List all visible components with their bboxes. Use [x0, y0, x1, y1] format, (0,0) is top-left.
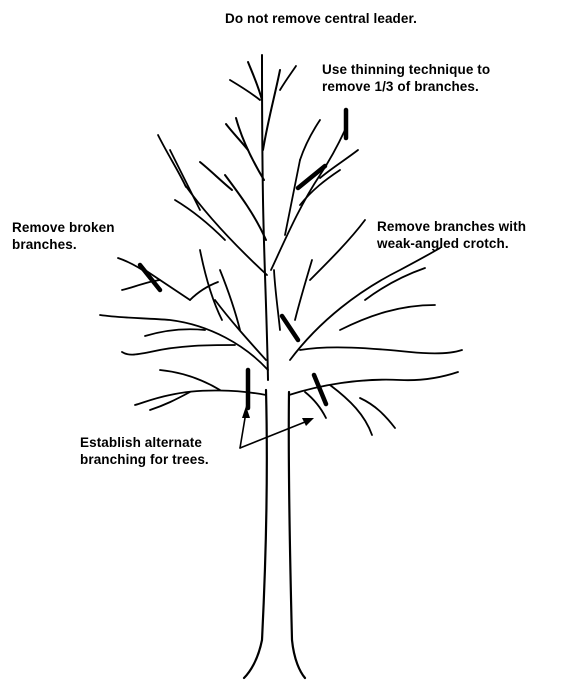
tree-trunk — [244, 390, 305, 678]
upper-right-branches — [271, 66, 358, 270]
label-alternate-branching: Establish alternate branching for trees. — [80, 434, 209, 468]
arrow-right-line — [240, 420, 310, 448]
middle-left-branches — [100, 250, 268, 370]
label-thinning: Use thinning technique to remove 1/3 of … — [322, 61, 490, 95]
label-broken-branches: Remove broken branches. — [12, 219, 115, 253]
pruning-cuts — [140, 110, 346, 408]
pointer-arrows — [240, 412, 310, 448]
cut-mark-right-alt — [314, 375, 326, 404]
upper-left-branches — [158, 80, 267, 275]
label-central-leader: Do not remove central leader. — [225, 10, 417, 27]
label-weak-crotch: Remove branches with weak-angled crotch. — [377, 218, 526, 252]
